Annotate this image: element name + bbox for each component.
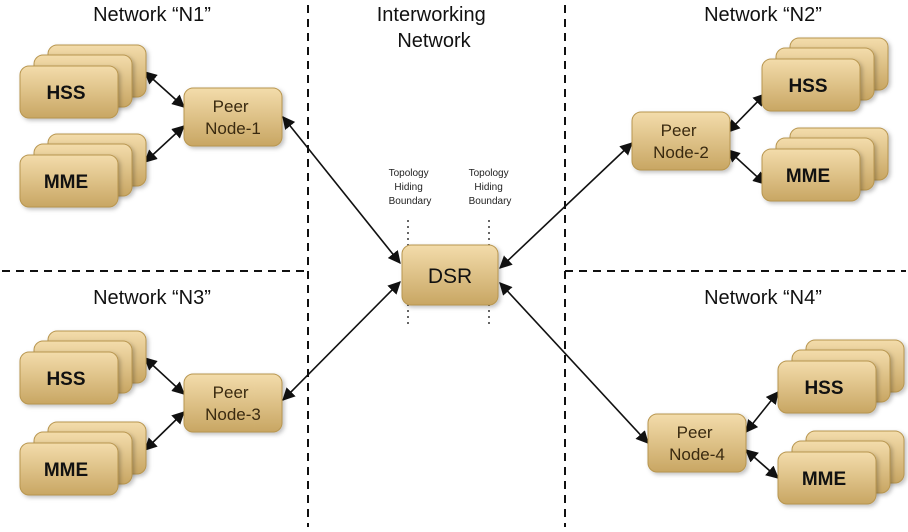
svg-text:Peer Node-4: Peer Node-4 [669,423,725,464]
region-title-interworking: Interworking Network [377,4,492,52]
hss-label-n3: HSS [46,369,85,390]
interworking-line-1: Interworking [377,4,486,26]
link-peer2-hss2 [727,93,766,133]
dsr-label: DSR [428,265,472,288]
service-stack-mme-n4: MME [777,430,905,505]
topology-hiding-label-right: Topology Hiding Boundary [469,168,512,207]
dsr-node: DSR [401,244,499,306]
region-title-n1: Network “N1” [93,4,211,26]
svg-text:Peer Node-3: Peer Node-3 [205,383,261,424]
peer-node-2: Peer Node-2 [631,111,731,171]
hss-label-n1: HSS [46,83,85,104]
service-stack-mme-n3: MME [19,421,147,496]
region-title-n2: Network “N2” [704,4,822,26]
link-peer1-dsr [282,116,401,264]
link-peer2-dsr [499,142,633,269]
region-title-n4: Network “N4” [704,287,822,309]
connections [144,71,779,479]
peer-node-1: Peer Node-1 [183,87,283,147]
service-stack-mme-n1: MME [19,133,147,208]
mme-label-n2: MME [786,166,830,187]
service-stack-hss-n1: HSS [19,44,147,119]
service-stack-hss-n3: HSS [19,330,147,405]
svg-text:Peer Node-1: Peer Node-1 [205,97,261,138]
link-peer2-mme2 [727,149,766,185]
topology-hiding-label-left: Topology Hiding Boundary [389,168,432,207]
link-peer3-dsr [282,281,401,401]
link-hss3-peer3 [144,357,185,395]
service-stack-hss-n2: HSS [761,37,889,112]
mme-label-n1: MME [44,172,88,193]
link-hss1-peer1 [144,71,185,108]
service-stack-hss-n4: HSS [777,339,905,414]
hss-label-n4: HSS [804,378,843,399]
svg-text:Peer Node-2: Peer Node-2 [653,121,709,162]
interworking-line-2: Network [397,30,471,52]
peer-node-4: Peer Node-4 [647,413,747,473]
service-stack-mme-n2: MME [761,127,889,202]
link-peer4-hss4 [745,391,779,433]
region-title-n3: Network “N3” [93,287,211,309]
link-peer4-mme4 [745,449,779,479]
link-peer4-dsr [499,282,649,444]
mme-label-n3: MME [44,460,88,481]
hss-label-n2: HSS [788,76,827,97]
mme-label-n4: MME [802,469,846,490]
link-mme1-peer1 [144,125,185,163]
peer-node-3: Peer Node-3 [183,373,283,433]
link-mme3-peer3 [144,411,185,451]
